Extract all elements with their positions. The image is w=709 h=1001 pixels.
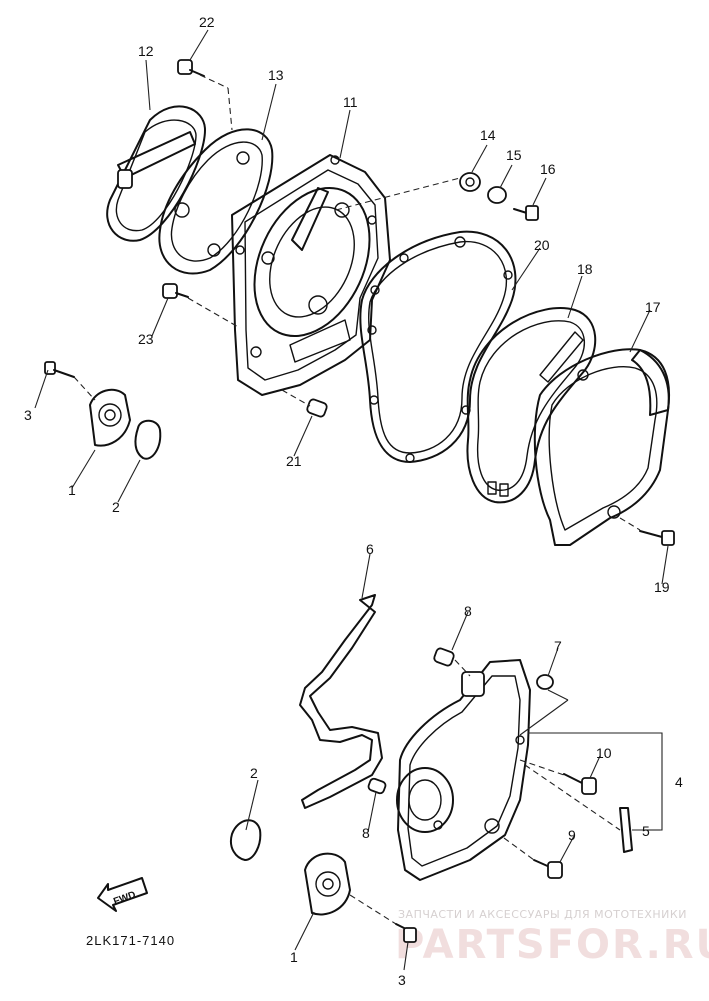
callout-19: 19 [654, 579, 670, 595]
callout-12: 12 [138, 43, 154, 59]
part-20-gasket [359, 230, 517, 463]
callout-3-lower: 3 [398, 972, 406, 988]
fasteners [44, 59, 675, 546]
part-10-bolt [563, 773, 597, 795]
part-2-gasket-upper [134, 419, 162, 460]
callout-7: 7 [554, 638, 562, 654]
part-6-gasket [299, 594, 383, 809]
part-3-bolt-lower [395, 923, 417, 943]
part-1-housing-upper [89, 388, 131, 447]
watermark: ЗАПЧАСТИ И АКСЕССУАРЫ ДЛЯ МОТОТЕХНИКИ PA… [395, 908, 709, 968]
part-23-bolt [162, 283, 189, 299]
part-8-dowel-upper [433, 647, 455, 667]
leader-lines [34, 29, 669, 971]
callout-10: 10 [596, 745, 612, 761]
part-21-dowel [306, 398, 328, 418]
callout-14: 14 [480, 127, 496, 143]
callout-2-upper: 2 [112, 499, 120, 515]
callout-22: 22 [199, 14, 215, 30]
drawing-code: 2LK171-7140 [86, 933, 175, 948]
part-16-bolt [513, 205, 539, 221]
callout-21: 21 [286, 453, 302, 469]
watermark-tagline: ЗАПЧАСТИ И АКСЕССУАРЫ ДЛЯ МОТОТЕХНИКИ [398, 908, 687, 921]
callout-1-upper: 1 [68, 482, 76, 498]
part-7-seal [536, 674, 554, 690]
part-2-gasket-lower [230, 819, 262, 861]
part-13-gasket [158, 128, 274, 275]
part-14-collar [459, 172, 481, 192]
part-3-bolt-upper [44, 361, 75, 378]
callout-2-lower: 2 [250, 765, 258, 781]
callout-3-upper: 3 [24, 407, 32, 423]
callout-15: 15 [506, 147, 522, 163]
part-12-cover-plate [106, 105, 206, 242]
callout-8-upper: 8 [464, 603, 472, 619]
part-1-housing-lower [304, 852, 351, 916]
callout-6: 6 [366, 541, 374, 557]
part-18-gasket [466, 307, 597, 504]
part-9-bolt [533, 859, 563, 879]
callout-9: 9 [568, 827, 576, 843]
callout-17: 17 [645, 299, 661, 315]
callout-23: 23 [138, 331, 154, 347]
callout-5: 5 [642, 823, 650, 839]
part-19-bolt [639, 530, 675, 546]
callout-1-lower: 1 [290, 949, 298, 965]
callout-8-lower: 8 [362, 825, 370, 841]
watermark-brand: PARTSFOR.RU [395, 922, 709, 968]
callout-18: 18 [577, 261, 593, 277]
callouts: 22 12 13 11 14 15 16 20 18 17 23 3 1 2 2… [24, 14, 683, 988]
fwd-label: FWD [112, 890, 137, 908]
part-15-washer [487, 186, 507, 204]
callout-11: 11 [343, 94, 358, 110]
fwd-arrow: FWD [97, 877, 148, 912]
part-17-outer-cover [533, 348, 670, 546]
callout-16: 16 [540, 161, 556, 177]
part-5-plate [619, 807, 633, 853]
part-8-dowel-lower [367, 777, 387, 795]
part-4-engine-cover [396, 659, 531, 881]
callout-13: 13 [268, 67, 284, 83]
part-22-bolt [177, 59, 205, 77]
callout-4: 4 [675, 774, 683, 790]
callout-20: 20 [534, 237, 550, 253]
